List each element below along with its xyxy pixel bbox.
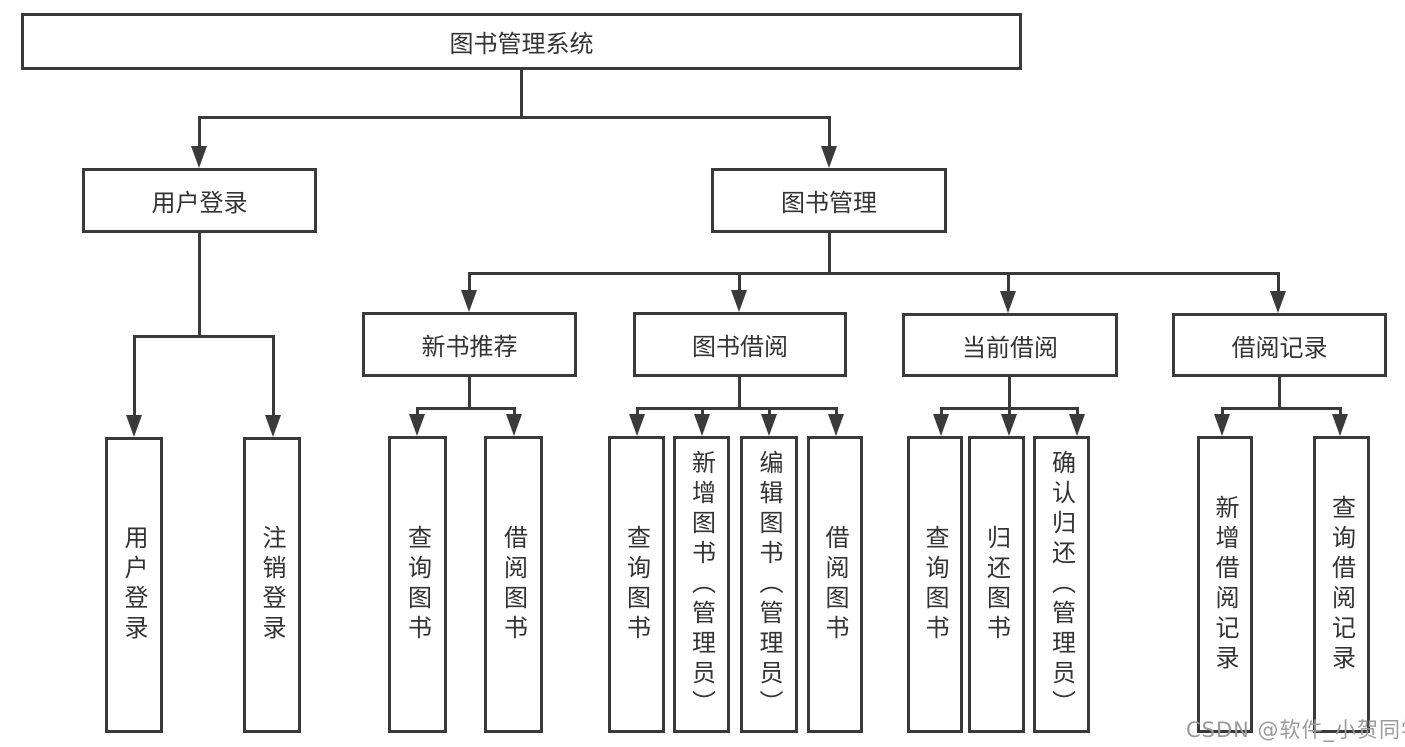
connector-currentborrow-drop-3 <box>1076 407 1079 415</box>
arrow-down-icon <box>828 414 844 436</box>
connector-userlogin-bar <box>133 335 275 338</box>
leaf-borrow-books-label: 借阅图书 <box>821 524 849 645</box>
connector-records-bar <box>1221 407 1341 410</box>
node-root-label: 图书管理系统 <box>449 30 594 58</box>
arrow-down-icon <box>761 414 777 436</box>
leaf-return-books: 归还图书 <box>968 436 1025 733</box>
arrow-down-icon <box>1069 414 1085 436</box>
connector-level2-bar <box>198 116 831 119</box>
node-borrow-records: 借阅记录 <box>1172 313 1387 377</box>
arrow-down-icon <box>694 414 710 436</box>
node-new-book-recommend: 新书推荐 <box>362 312 577 377</box>
connector-level3-drop-1 <box>468 272 471 290</box>
leaf-newbooks-borrow-books-label: 借阅图书 <box>499 524 528 645</box>
connector-level3-drop-4 <box>1277 272 1280 291</box>
arrow-down-icon <box>1001 414 1017 436</box>
connector-bookborrow-drop-2 <box>701 407 704 415</box>
connector-level3-bar <box>468 272 1280 275</box>
arrow-down-icon <box>191 146 207 168</box>
connector-level3-drop-3 <box>1007 272 1010 291</box>
connector-bookborrow-drop-1 <box>636 407 639 415</box>
leaf-add-borrow-record: 新增借阅记录 <box>1197 436 1253 733</box>
arrow-down-icon <box>1332 414 1348 436</box>
connector-root-trunk <box>520 70 523 118</box>
connector-newbooks-drop-2 <box>513 407 516 415</box>
connector-currentborrow-trunk <box>1008 377 1011 407</box>
connector-bookborrow-bar <box>636 407 838 410</box>
arrow-down-icon <box>821 146 837 168</box>
leaf-current-query-books: 查询图书 <box>907 436 963 733</box>
connector-userlogin-drop-1 <box>133 335 136 415</box>
connector-level3-drop-2 <box>738 272 741 290</box>
leaf-query-borrow-record: 查询借阅记录 <box>1313 436 1370 733</box>
leaf-add-borrow-record-label: 新增借阅记录 <box>1211 494 1239 675</box>
node-root: 图书管理系统 <box>21 13 1022 70</box>
arrow-down-icon <box>126 415 142 437</box>
arrow-down-icon <box>1214 414 1230 436</box>
arrow-down-icon <box>629 414 645 436</box>
node-book-borrow-label: 图书借阅 <box>692 333 788 361</box>
node-user-login: 用户登录 <box>82 168 317 233</box>
connector-newbooks-bar <box>416 407 516 410</box>
node-new-book-recommend-label: 新书推荐 <box>421 333 518 361</box>
leaf-add-books-admin-label: 新增图书（管理员） <box>687 449 716 720</box>
connector-bookborrow-drop-4 <box>835 407 838 415</box>
arrow-down-icon <box>731 290 747 312</box>
connector-records-drop-2 <box>1339 407 1342 415</box>
connector-userlogin-trunk <box>198 233 201 335</box>
leaf-newbooks-query-books: 查询图书 <box>388 436 447 733</box>
node-current-borrow: 当前借阅 <box>902 313 1118 377</box>
connector-currentborrow-drop-2 <box>1008 407 1011 415</box>
leaf-current-query-books-label: 查询图书 <box>921 524 949 645</box>
connector-bookborrow-drop-3 <box>768 407 771 415</box>
connector-bookmgmt-trunk <box>828 233 831 272</box>
node-borrow-records-label: 借阅记录 <box>1231 333 1328 362</box>
node-book-borrow: 图书借阅 <box>633 312 847 377</box>
arrow-down-icon <box>1270 291 1286 313</box>
node-book-management-label: 图书管理 <box>781 189 877 217</box>
csdn-watermark: CSDN @软件_小贺同学 <box>1186 718 1405 742</box>
leaf-edit-books-admin: 编辑图书（管理员） <box>740 436 798 733</box>
leaf-newbooks-borrow-books: 借阅图书 <box>484 436 543 733</box>
connector-userlogin-drop-2 <box>272 335 275 415</box>
leaf-edit-books-admin-label: 编辑图书（管理员） <box>755 449 783 720</box>
leaf-logout-label: 注销登录 <box>258 525 286 645</box>
leaf-user-login-label: 用户登录 <box>120 525 148 645</box>
connector-records-trunk <box>1278 377 1281 407</box>
arrow-down-icon <box>409 414 425 436</box>
leaf-logout: 注销登录 <box>243 437 301 733</box>
arrow-down-icon <box>933 414 949 436</box>
node-user-login-label: 用户登录 <box>151 189 248 217</box>
arrow-down-icon <box>1000 291 1016 313</box>
connector-records-drop-1 <box>1221 407 1224 415</box>
connector-currentborrow-drop-1 <box>940 407 943 415</box>
leaf-confirm-return-admin: 确认归还（管理员） <box>1033 436 1090 733</box>
arrow-down-icon <box>506 414 522 436</box>
leaf-add-books-admin: 新增图书（管理员） <box>673 436 730 733</box>
connector-level2-drop-2 <box>828 116 831 148</box>
leaf-return-books-label: 归还图书 <box>982 524 1011 645</box>
leaf-confirm-return-admin-label: 确认归还（管理员） <box>1047 449 1076 720</box>
leaf-user-login: 用户登录 <box>105 437 163 733</box>
connector-bookborrow-trunk <box>738 377 741 407</box>
node-book-management: 图书管理 <box>711 168 947 233</box>
connector-level2-drop-1 <box>198 116 201 148</box>
leaf-borrow-query-books-label: 查询图书 <box>622 524 651 645</box>
node-current-borrow-label: 当前借阅 <box>962 333 1058 362</box>
arrow-down-icon <box>265 415 281 437</box>
connector-newbooks-drop-1 <box>416 407 419 415</box>
leaf-query-borrow-record-label: 查询借阅记录 <box>1327 494 1356 675</box>
arrow-down-icon <box>461 290 477 312</box>
connector-newbooks-trunk <box>468 377 471 407</box>
leaf-newbooks-query-books-label: 查询图书 <box>403 524 432 645</box>
leaf-borrow-books: 借阅图书 <box>807 436 863 733</box>
leaf-borrow-query-books: 查询图书 <box>608 436 665 733</box>
